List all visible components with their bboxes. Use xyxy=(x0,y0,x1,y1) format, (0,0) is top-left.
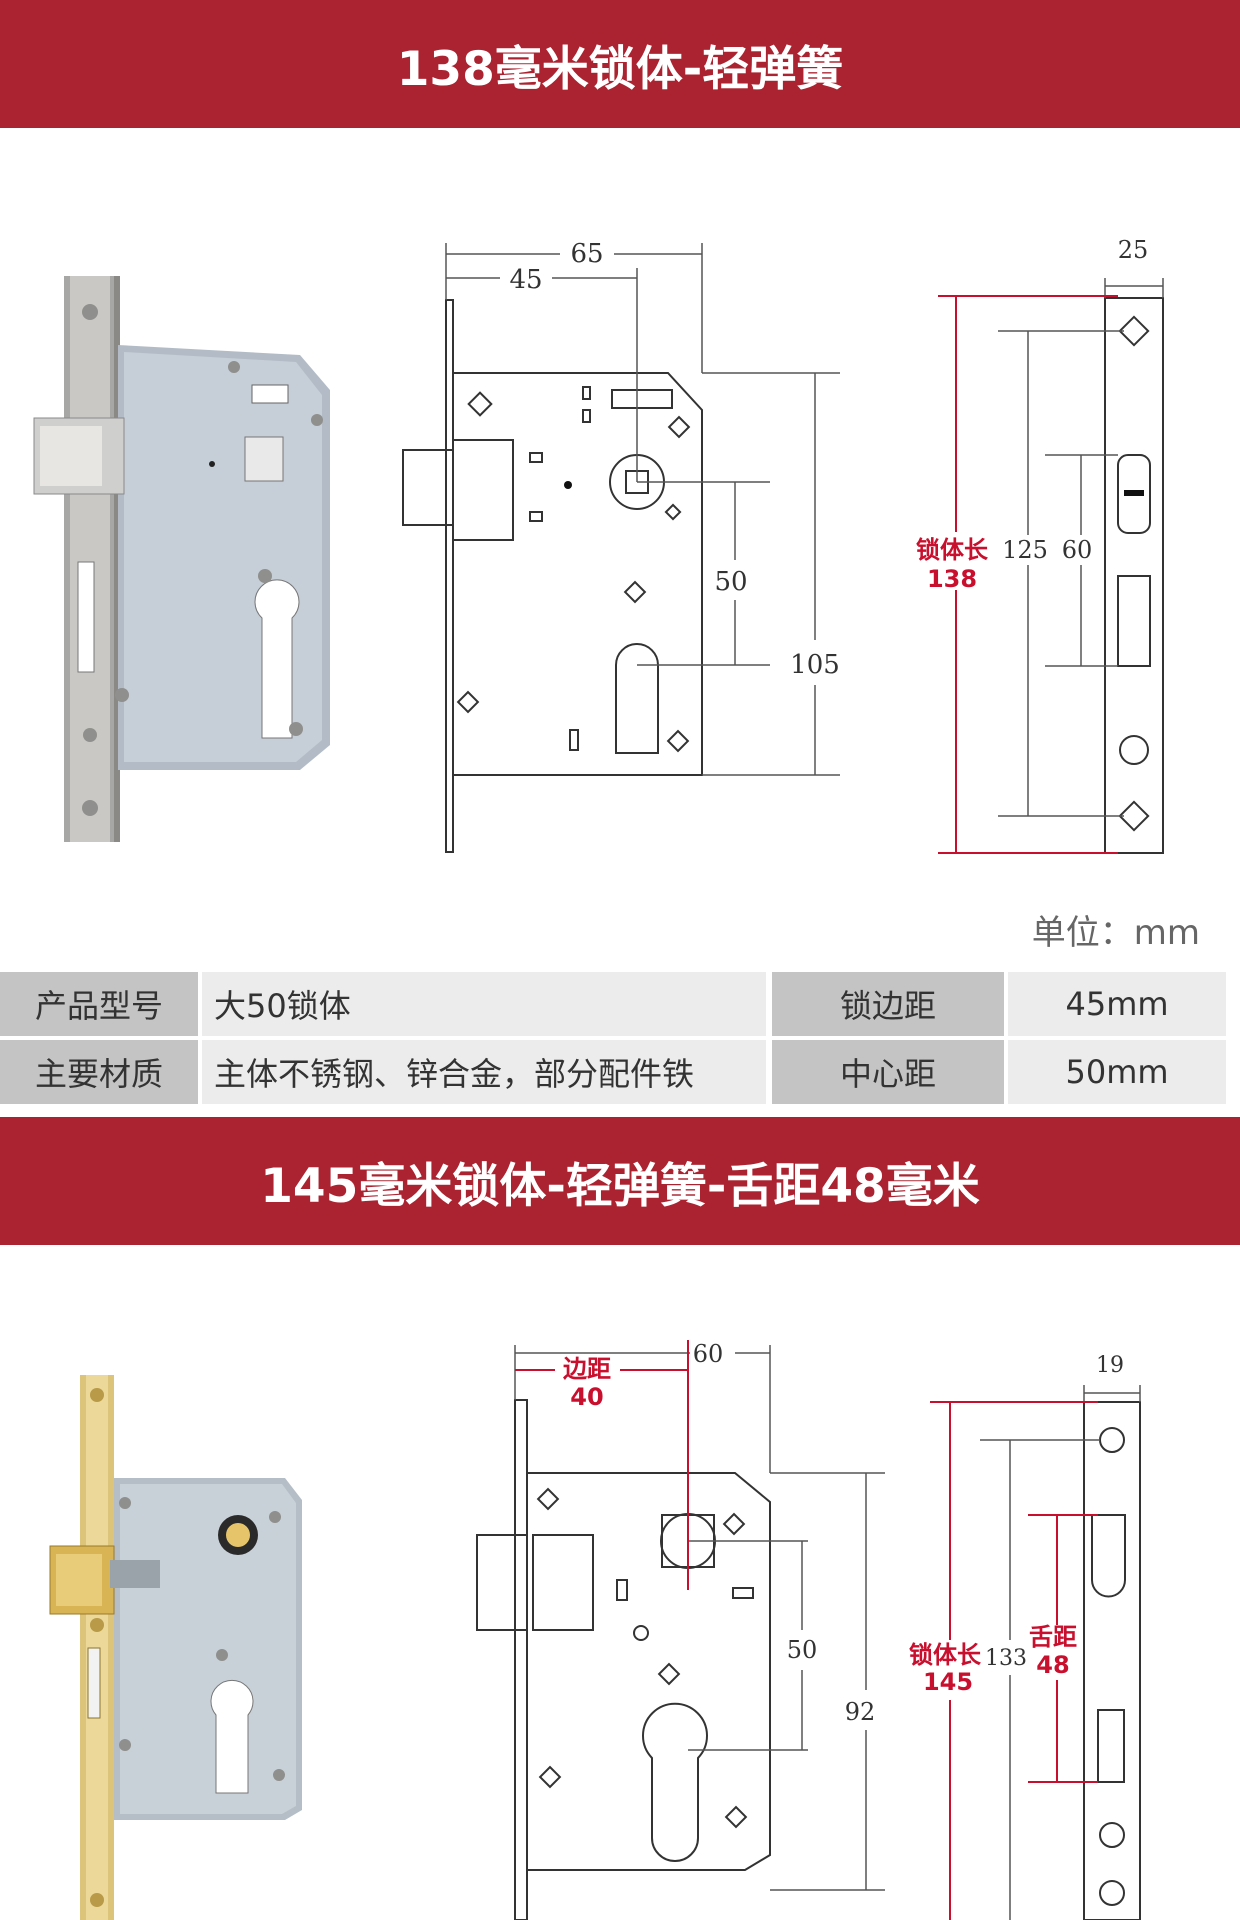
lock-145-backset-marker xyxy=(515,1340,689,1590)
lock-145-side-dims xyxy=(980,1385,1141,1920)
lock-138-diagram: 65 45 50 105 25 125 60 锁体长 138 xyxy=(33,236,1164,854)
lock-145-length-markers xyxy=(930,1401,1098,1920)
dim-65: 65 xyxy=(570,239,603,269)
side-latch-mark xyxy=(1124,490,1144,496)
section-1-title: 138毫米锁体-轻弹簧 xyxy=(0,0,1240,128)
lock-145-front-view xyxy=(476,1399,771,1920)
spec-label-model: 产品型号 xyxy=(0,972,198,1036)
body-length-label: 锁体长 xyxy=(909,1641,982,1669)
dim-45: 45 xyxy=(509,265,542,295)
lock-138-side-view xyxy=(1104,297,1164,854)
spec-label-backset: 锁边距 xyxy=(772,972,1004,1036)
latch-distance-value: 48 xyxy=(1036,1651,1069,1679)
spec-label-center: 中心距 xyxy=(772,1040,1004,1104)
lock-138-photo xyxy=(33,276,330,842)
dim-50: 50 xyxy=(787,1636,818,1664)
backset-label: 边距 xyxy=(563,1355,611,1383)
spec-label-material: 主要材质 xyxy=(0,1040,198,1104)
dim-25: 25 xyxy=(1118,236,1149,264)
dim-50: 50 xyxy=(714,567,747,597)
lock-138-front-view xyxy=(402,299,703,853)
body-length-label: 锁体长 xyxy=(916,536,989,564)
body-length-value: 145 xyxy=(923,1668,973,1696)
spec-value-model: 大50锁体 xyxy=(202,972,766,1036)
lock-145-photo xyxy=(49,1375,302,1920)
lock-145-dim-lines xyxy=(514,1345,885,1891)
dim-133: 133 xyxy=(985,1646,1027,1671)
lock-138-length-marker xyxy=(938,295,1118,854)
spec-table: 产品型号 大50锁体 锁边距 45mm 主要材质 主体不锈钢、锌合金，部分配件铁… xyxy=(0,972,1240,1106)
backset-value: 40 xyxy=(570,1383,603,1411)
dim-92: 92 xyxy=(845,1698,876,1726)
dim-60: 60 xyxy=(1062,536,1093,564)
dim-105: 105 xyxy=(790,650,840,680)
latch-distance-label: 舌距 xyxy=(1029,1623,1077,1651)
dim-125: 125 xyxy=(1002,536,1048,564)
spec-value-backset: 45mm xyxy=(1008,972,1226,1036)
body-length-value: 138 xyxy=(927,565,977,593)
spec-value-material: 主体不锈钢、锌合金，部分配件铁 xyxy=(202,1040,766,1104)
lock-145-diagram: 60 边距 40 50 92 19 133 锁体长 145 舌距 48 xyxy=(49,1340,1141,1920)
spec-value-center: 50mm xyxy=(1008,1040,1226,1104)
section-2-title: 145毫米锁体-轻弹簧-舌距48毫米 xyxy=(0,1117,1240,1245)
lock-138-dim-lines xyxy=(445,243,840,776)
spindle-dot xyxy=(564,481,572,489)
dim-60: 60 xyxy=(693,1340,724,1368)
lock-138-side-dims xyxy=(998,278,1164,817)
unit-note: 单位：mm xyxy=(1031,913,1200,953)
dim-19: 19 xyxy=(1096,1353,1124,1378)
lock-145-side-view xyxy=(1083,1401,1141,1920)
